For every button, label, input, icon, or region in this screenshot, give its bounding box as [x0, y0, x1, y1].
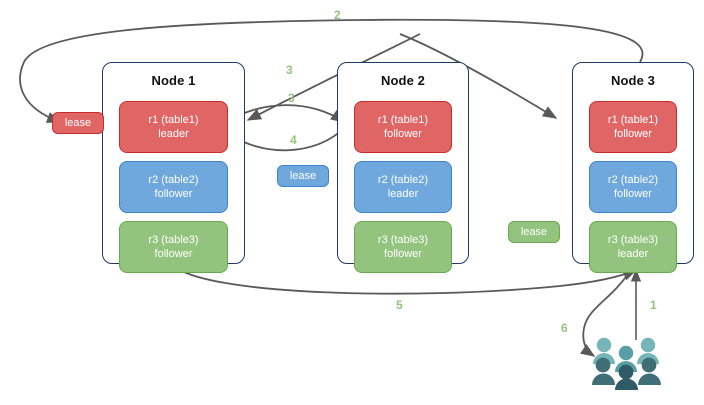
- replica-role: leader: [387, 188, 419, 200]
- node-2-replica-r1[interactable]: r1 (table1) follower: [354, 101, 452, 153]
- edge-label-3a: 3: [286, 63, 293, 77]
- edge-label-4: 4: [290, 133, 297, 147]
- replica-name: r3 (table3): [607, 234, 659, 246]
- replica-name: r2 (table2): [148, 174, 199, 186]
- replica-role: follower: [384, 128, 422, 140]
- replica-name: r3 (table3): [148, 234, 199, 246]
- node-1[interactable]: Node 1 r1 (table1) leader r2 (table2) fo…: [102, 62, 245, 273]
- node-3-title: Node 3: [611, 73, 655, 88]
- edge-label-5: 5: [396, 298, 403, 312]
- edge-4-path: [228, 125, 347, 152]
- replica-role: follower: [154, 188, 193, 200]
- replica-name: r3 (table3): [377, 234, 429, 246]
- replica-name: r2 (table2): [607, 174, 659, 186]
- node-1-replica-r3[interactable]: r3 (table3) follower: [119, 221, 228, 273]
- replica-role: leader: [158, 128, 189, 140]
- replica-role: follower: [154, 248, 193, 260]
- node-2[interactable]: Node 2 r1 (table1) follower r2 (table2) …: [337, 62, 469, 273]
- users-icon: [592, 337, 661, 390]
- replica-role: follower: [384, 248, 422, 260]
- node-2-replica-r2[interactable]: r2 (table2) leader: [354, 161, 452, 213]
- edge-label-2: 2: [334, 8, 341, 22]
- replica-name: r1 (table1): [377, 114, 429, 126]
- lease-badge-r2[interactable]: lease: [277, 165, 329, 187]
- node-3-replica-r3[interactable]: r3 (table3) leader: [589, 221, 677, 273]
- node-3[interactable]: Node 3 r1 (table1) follower r2 (table2) …: [572, 62, 694, 273]
- node-3-replica-r1[interactable]: r1 (table1) follower: [589, 101, 677, 153]
- replica-role: follower: [614, 188, 652, 200]
- replica-role: follower: [614, 128, 652, 140]
- lease-badge-r3[interactable]: lease: [508, 221, 560, 243]
- node-1-replica-r1[interactable]: r1 (table1) leader: [119, 101, 228, 153]
- replica-name: r1 (table1): [148, 114, 199, 126]
- replica-name: r2 (table2): [377, 174, 429, 186]
- node-1-title: Node 1: [151, 73, 196, 88]
- edge-label-3b: 3: [288, 91, 295, 105]
- node-2-title: Node 2: [381, 73, 425, 88]
- edge-6-path: [580, 273, 629, 357]
- lease-badge-r1[interactable]: lease: [52, 112, 104, 134]
- edge-label-6: 6: [561, 321, 568, 335]
- node-1-replica-r2[interactable]: r2 (table2) follower: [119, 161, 228, 213]
- replica-name: r1 (table1): [607, 114, 659, 126]
- node-3-replica-r2[interactable]: r2 (table2) follower: [589, 161, 677, 213]
- node-2-replica-r3[interactable]: r3 (table3) follower: [354, 221, 452, 273]
- edge-label-1: 1: [650, 298, 657, 312]
- replica-role: leader: [617, 248, 649, 260]
